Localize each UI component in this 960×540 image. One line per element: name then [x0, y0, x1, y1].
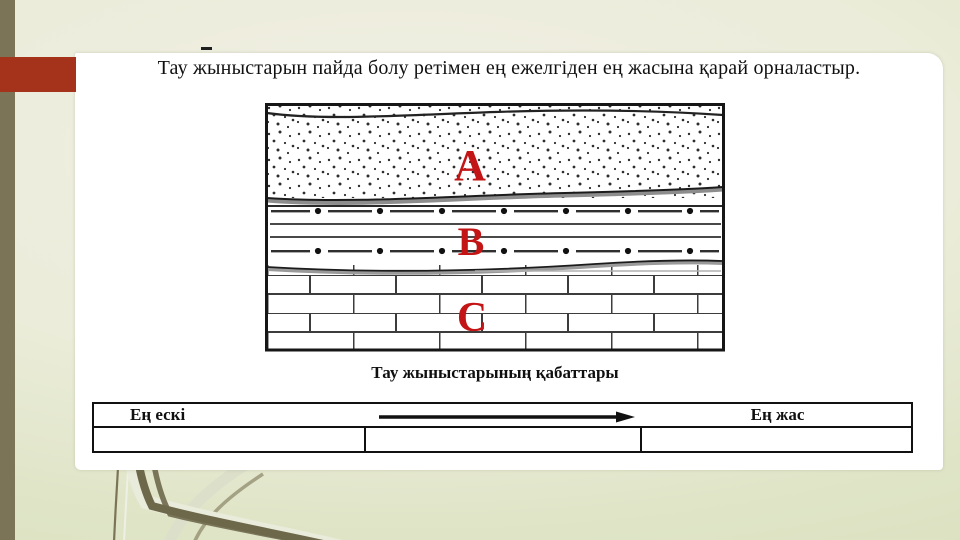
table-header-row: Ең ескі Ең жас — [94, 404, 911, 428]
layer-a-label: А — [454, 141, 486, 190]
answer-table: Ең ескі Ең жас — [92, 402, 913, 453]
layer-a-texture — [268, 106, 722, 198]
youngest-label: Ең жас — [750, 405, 805, 424]
answer-cell-2[interactable] — [364, 428, 640, 453]
layer-b-label: В — [458, 219, 485, 264]
layer-c-label: С — [457, 295, 487, 341]
oldest-label: Ең ескі — [130, 405, 186, 424]
answer-cell-3[interactable] — [640, 428, 911, 453]
oldest-to-youngest-arrow-icon — [379, 411, 635, 423]
layer-b-texture — [271, 208, 719, 216]
left-edge-bar — [0, 0, 15, 540]
slide-title: Тау жыныстарын пайда болу ретімен ең еже… — [157, 57, 861, 79]
answer-cell-1[interactable] — [94, 428, 364, 453]
diagram-caption: Тау жыныстарының қабаттары — [371, 363, 619, 382]
rock-layers-diagram: А В С — [265, 103, 725, 353]
stray-dash-mark — [201, 47, 212, 50]
layer-c-texture — [267, 265, 723, 350]
answer-row — [94, 428, 911, 453]
content-panel: Тау жыныстарын пайда болу ретімен ең еже… — [75, 53, 943, 470]
red-accent-rectangle — [0, 57, 76, 92]
